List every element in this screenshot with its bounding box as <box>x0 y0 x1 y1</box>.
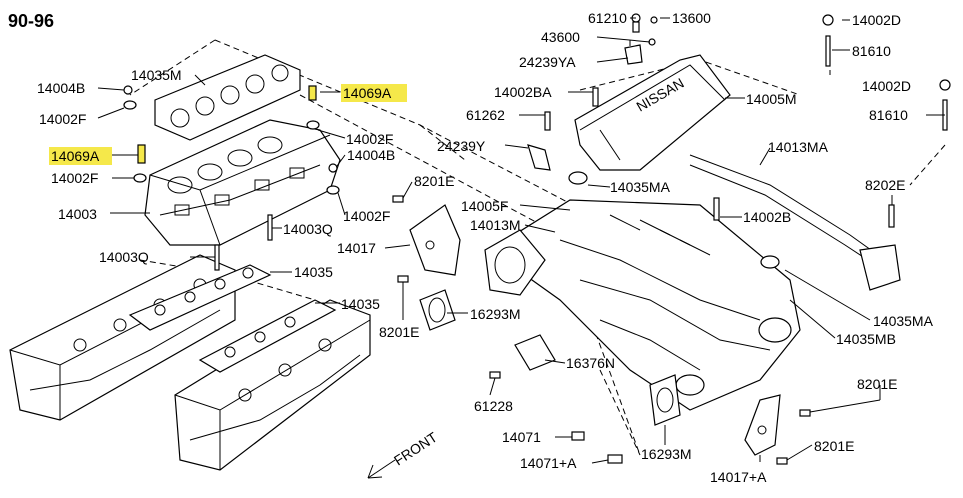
label-14005m[interactable]: 14005M <box>746 91 797 107</box>
label-14002f-lower-left[interactable]: 14002F <box>51 170 98 186</box>
label-14002f-upper-left[interactable]: 14002F <box>39 111 86 127</box>
collector-cover-14005m: NISSAN <box>574 54 731 171</box>
label-14071a[interactable]: 14071+A <box>520 455 577 471</box>
gasket-14035ma-lower <box>760 255 780 269</box>
label-14069a-upper[interactable]: 14069A <box>343 85 392 101</box>
label-81610-lower[interactable]: 81610 <box>869 107 908 123</box>
label-14003q-right[interactable]: 14003Q <box>283 221 333 237</box>
bracket-14017a <box>744 394 781 456</box>
gasket-16293m-right <box>649 374 681 426</box>
label-14002f-lower-right[interactable]: 14002F <box>343 208 390 224</box>
bracket-16376n <box>514 334 556 371</box>
fasteners-right <box>392 13 951 465</box>
label-14003[interactable]: 14003 <box>58 206 97 222</box>
pipe-14013ma <box>689 154 901 291</box>
label-8201e-left[interactable]: 8201E <box>379 324 419 340</box>
label-81610-upper[interactable]: 81610 <box>852 43 891 59</box>
throttle-neck <box>484 229 546 296</box>
label-14035mb[interactable]: 14035MB <box>836 331 896 347</box>
label-14002ba[interactable]: 14002BA <box>494 84 552 100</box>
label-8201e-right-upper[interactable]: 8201E <box>857 376 897 392</box>
bracket-24239ya <box>624 44 643 65</box>
label-14035ma-upper[interactable]: 14035MA <box>610 179 671 195</box>
gasket-14035-upper <box>128 264 272 331</box>
label-24239y[interactable]: 24239Y <box>437 138 486 154</box>
highlight-14069a-upper <box>341 84 407 102</box>
fasteners-left <box>123 85 340 271</box>
label-14004b-right[interactable]: 14004B <box>347 147 395 163</box>
label-61262[interactable]: 61262 <box>466 107 505 123</box>
label-14002d-lower[interactable]: 14002D <box>862 78 911 94</box>
intake-collector-14013m <box>488 199 801 411</box>
label-13600[interactable]: 13600 <box>672 10 711 26</box>
label-16293m-right[interactable]: 16293M <box>641 446 692 462</box>
label-14017[interactable]: 14017 <box>337 240 376 256</box>
label-14035ma-lower[interactable]: 14035MA <box>873 313 934 329</box>
front-arrow: FRONT <box>367 429 441 479</box>
label-61228[interactable]: 61228 <box>474 398 513 414</box>
part-labels: 61210 13600 43600 24239YA 14002D 81610 1… <box>37 10 934 485</box>
bracket-14017 <box>409 204 461 276</box>
label-8201e-upper[interactable]: 8201E <box>414 173 454 189</box>
label-14035-lower[interactable]: 14035 <box>341 296 380 312</box>
label-14035m[interactable]: 14035M <box>131 67 182 83</box>
label-14013ma[interactable]: 14013MA <box>768 139 829 155</box>
gasket-14035ma-upper <box>568 171 588 185</box>
label-14002f-upper-right[interactable]: 14002F <box>346 131 393 147</box>
label-14002b[interactable]: 14002B <box>743 209 791 225</box>
front-label: FRONT <box>391 429 441 469</box>
label-14005f[interactable]: 14005F <box>461 198 508 214</box>
bracket-24239y <box>527 144 551 171</box>
label-43600[interactable]: 43600 <box>541 29 580 45</box>
label-14002d-upper[interactable]: 14002D <box>852 12 901 28</box>
label-16376n[interactable]: 16376N <box>566 355 615 371</box>
label-14013m[interactable]: 14013M <box>470 217 521 233</box>
diagram-title: 90-96 <box>8 11 54 31</box>
label-8201e-right-lower[interactable]: 8201E <box>814 438 854 454</box>
label-14003q-left[interactable]: 14003Q <box>99 249 149 265</box>
gasket-14035-lower <box>198 299 337 373</box>
gasket-16293m-left <box>419 289 456 331</box>
cylinder-head-right <box>174 299 371 471</box>
label-16293m-left[interactable]: 16293M <box>470 306 521 322</box>
leader-lines <box>97 17 945 464</box>
label-61210[interactable]: 61210 <box>588 10 627 26</box>
upper-gasket-14035m <box>154 54 301 141</box>
label-14017a[interactable]: 14017+A <box>710 469 767 485</box>
label-14035-upper[interactable]: 14035 <box>294 264 333 280</box>
label-14069a-lower[interactable]: 14069A <box>51 148 100 164</box>
highlight-14069a-lower <box>49 147 112 165</box>
label-14071[interactable]: 14071 <box>502 429 541 445</box>
label-24239ya[interactable]: 24239YA <box>519 54 576 70</box>
label-14004b-left[interactable]: 14004B <box>37 80 85 96</box>
label-8202e[interactable]: 8202E <box>865 177 905 193</box>
